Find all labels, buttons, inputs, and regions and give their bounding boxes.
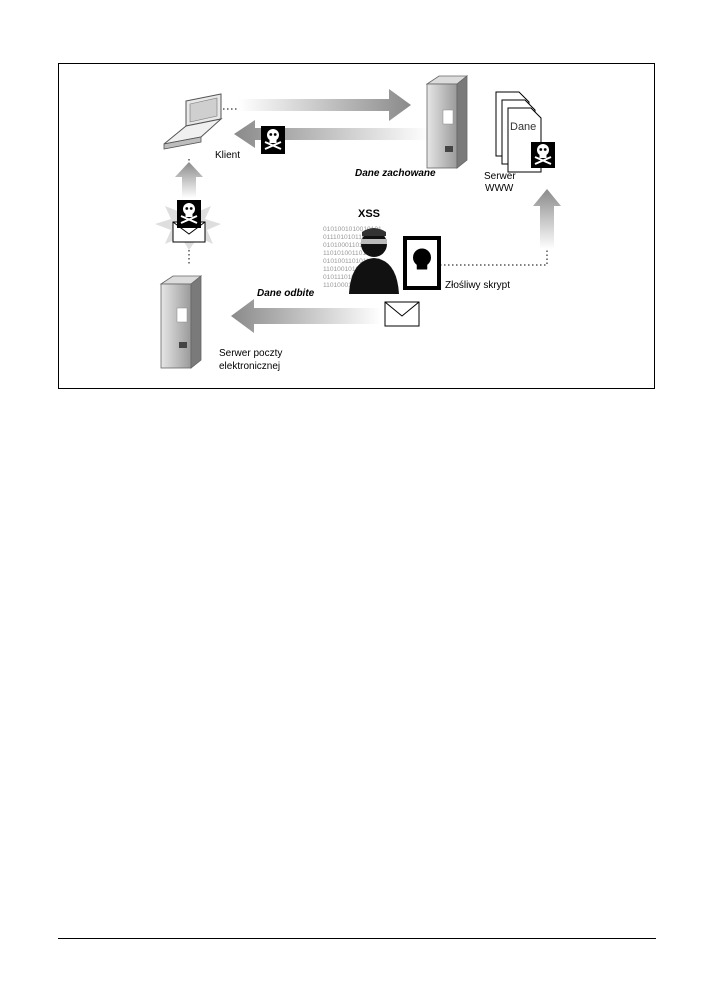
- svg-text:0101000110101000: 0101000110101000: [323, 242, 382, 249]
- malicious-script-label: Złośliwy skrypt: [445, 280, 510, 291]
- svg-text:0101001101011010: 0101001101011010: [323, 258, 381, 265]
- xss-diagram: Klient Dane Serwer WWW: [155, 75, 561, 372]
- skull-icon: [531, 142, 555, 168]
- web-server-icon: [425, 75, 469, 169]
- documents-icon: Dane: [495, 91, 542, 173]
- document-label: Dane: [510, 121, 536, 133]
- svg-text:1101010011010101: 1101010011010101: [323, 250, 381, 257]
- xss-title: XSS: [358, 208, 380, 220]
- arrow-client-to-server: [239, 89, 411, 121]
- svg-text:0111010101101111: 0111010101101111: [323, 234, 379, 241]
- mail-server-icon: [159, 275, 203, 369]
- svg-text:0101001010010101: 0101001010010101: [323, 226, 382, 233]
- arrow-server-to-client: [234, 120, 429, 148]
- reflected-data-label: Dane odbite: [257, 288, 315, 299]
- arrow-reflected-to-mailserver: [231, 299, 381, 333]
- skull-icon: [403, 236, 441, 290]
- arrow-up-to-client: [175, 162, 203, 198]
- laptop-icon: [163, 93, 223, 150]
- mail-server-label-1: Serwer poczty: [219, 348, 282, 359]
- arrow-up-to-webserver: [533, 189, 561, 249]
- envelope-icon: [384, 301, 420, 327]
- figure-frame: Klient Dane Serwer WWW: [58, 63, 655, 389]
- svg-text:1101001010110101: 1101001010110101: [323, 266, 381, 273]
- footer-rule: [58, 938, 656, 939]
- web-server-label-1: Serwer: [484, 171, 516, 182]
- web-server-label-2: WWW: [485, 183, 514, 194]
- skull-icon: [261, 126, 285, 154]
- stored-data-label: Dane zachowane: [355, 168, 436, 179]
- client-label: Klient: [215, 150, 240, 161]
- hacker-icon: [349, 228, 399, 294]
- mail-server-label-2: elektronicznej: [219, 361, 280, 372]
- skull-icon: [177, 200, 201, 228]
